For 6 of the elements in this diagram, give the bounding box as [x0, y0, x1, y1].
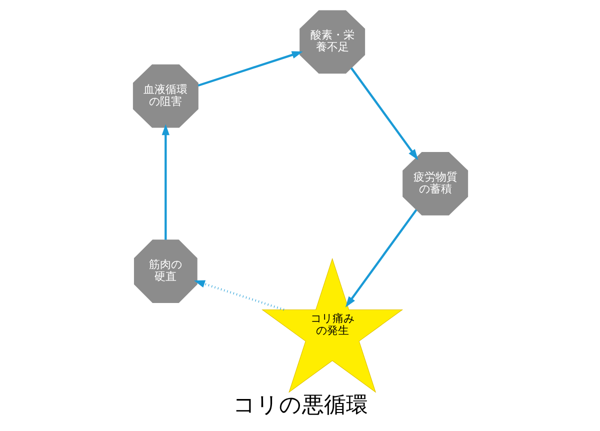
arrow [197, 51, 302, 87]
arrow [193, 280, 284, 311]
arrow [350, 67, 418, 160]
arrow [344, 209, 417, 308]
diagram-title: コリの悪循環 [232, 392, 368, 418]
arrow [161, 124, 169, 240]
